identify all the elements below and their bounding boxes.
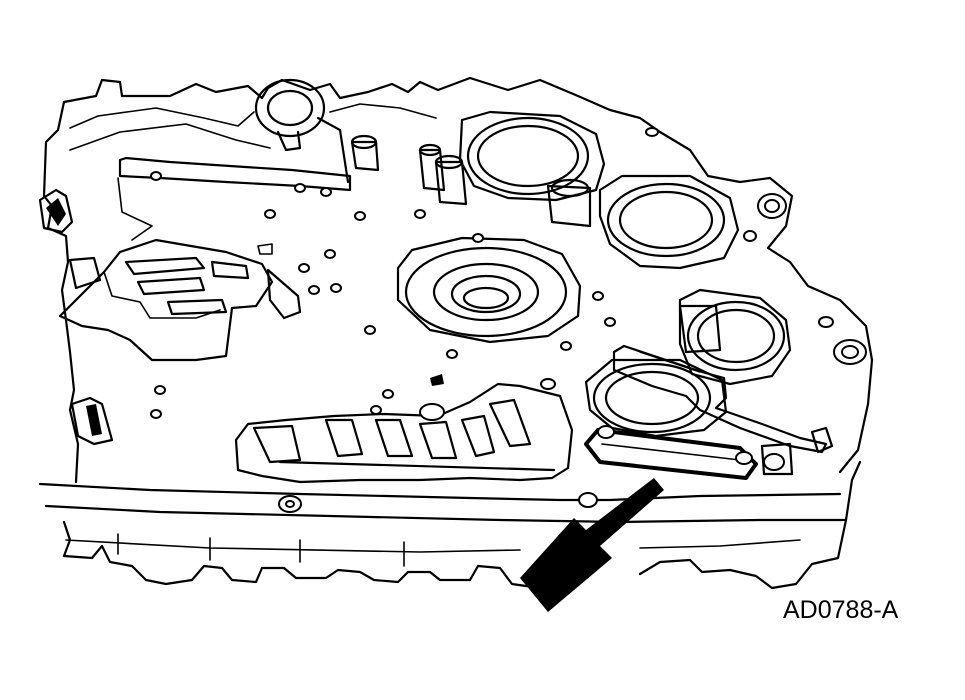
bolt-holes <box>150 171 616 508</box>
channel-plate <box>234 378 574 484</box>
center-bore <box>396 236 582 344</box>
valve-body-casting <box>38 76 874 590</box>
highlighted-gasket <box>584 425 758 480</box>
left-gasket-plate <box>58 238 302 362</box>
left-brackets <box>38 188 114 446</box>
pointer-arrow <box>520 478 664 612</box>
figure-reference-code: AD0788-A <box>783 596 899 624</box>
servo-bores <box>458 110 792 438</box>
pull-ring <box>254 78 350 184</box>
right-edge-hardware <box>645 127 867 476</box>
retainer-bracket <box>612 344 828 454</box>
